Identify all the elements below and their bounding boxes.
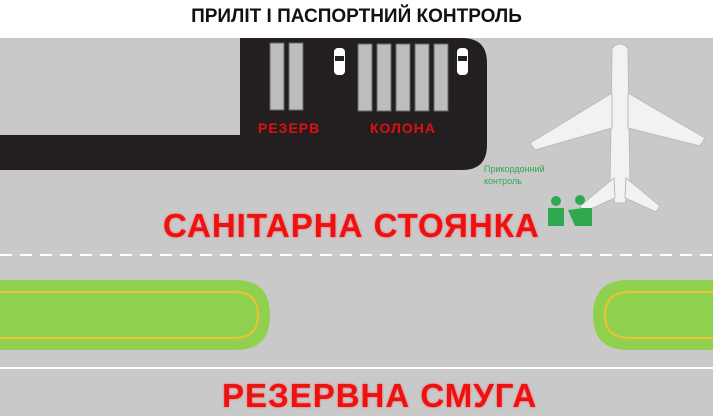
border-control-icon (548, 195, 592, 226)
police-car-icon (457, 48, 468, 75)
sanitary-parking-label: САНІТАРНА СТОЯНКА (163, 207, 540, 244)
border-control-label-1: Прикордонний (484, 164, 545, 174)
grass-island-right (593, 280, 713, 350)
grass-island-left (0, 280, 270, 350)
reserve-buses (269, 42, 304, 111)
reserve-label: РЕЗЕРВ (258, 120, 321, 136)
reserve-lane-label: РЕЗЕРВНА СМУГА (222, 377, 538, 414)
column-buses (357, 43, 449, 112)
column-label: КОЛОНА (370, 120, 437, 136)
apron-area (0, 38, 487, 170)
border-control-label-2: контроль (484, 176, 522, 186)
page-title: ПРИЛІТ І ПАСПОРТНИЙ КОНТРОЛЬ (191, 6, 522, 27)
police-car-icon (334, 48, 345, 75)
title-band (0, 0, 713, 38)
airport-scene (0, 38, 713, 369)
airplane-icon (529, 43, 706, 213)
